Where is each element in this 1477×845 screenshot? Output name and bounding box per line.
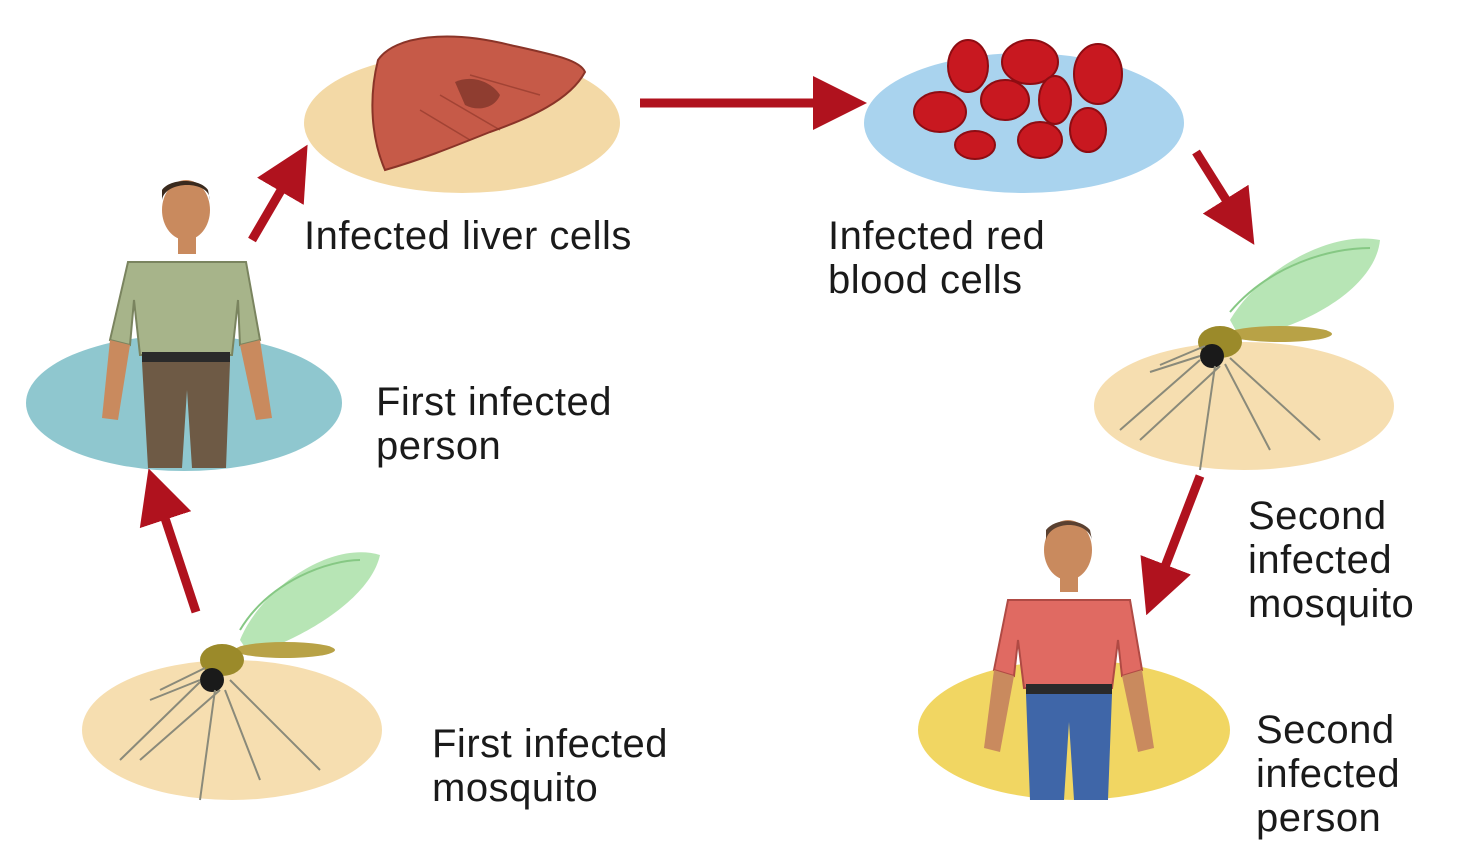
mosquito2-disc	[1094, 342, 1394, 470]
arrow-mosquito-to-first-person	[157, 494, 196, 612]
arrow-mosquito-to-person	[1156, 476, 1200, 590]
label-second-infected-mosquito: Second infected mosquito	[1248, 494, 1414, 626]
arrow-person-to-liver	[252, 168, 294, 240]
label-first-infected-mosquito: First infected mosquito	[432, 722, 668, 810]
label-second-infected-person: Second infected person	[1256, 708, 1400, 840]
arrow-blood-to-mosquito	[1196, 152, 1240, 222]
label-infected-red-blood-cells: Infected red blood cells	[828, 214, 1045, 302]
label-infected-liver-cells: Infected liver cells	[304, 214, 632, 258]
label-first-infected-person: First infected person	[376, 380, 612, 468]
